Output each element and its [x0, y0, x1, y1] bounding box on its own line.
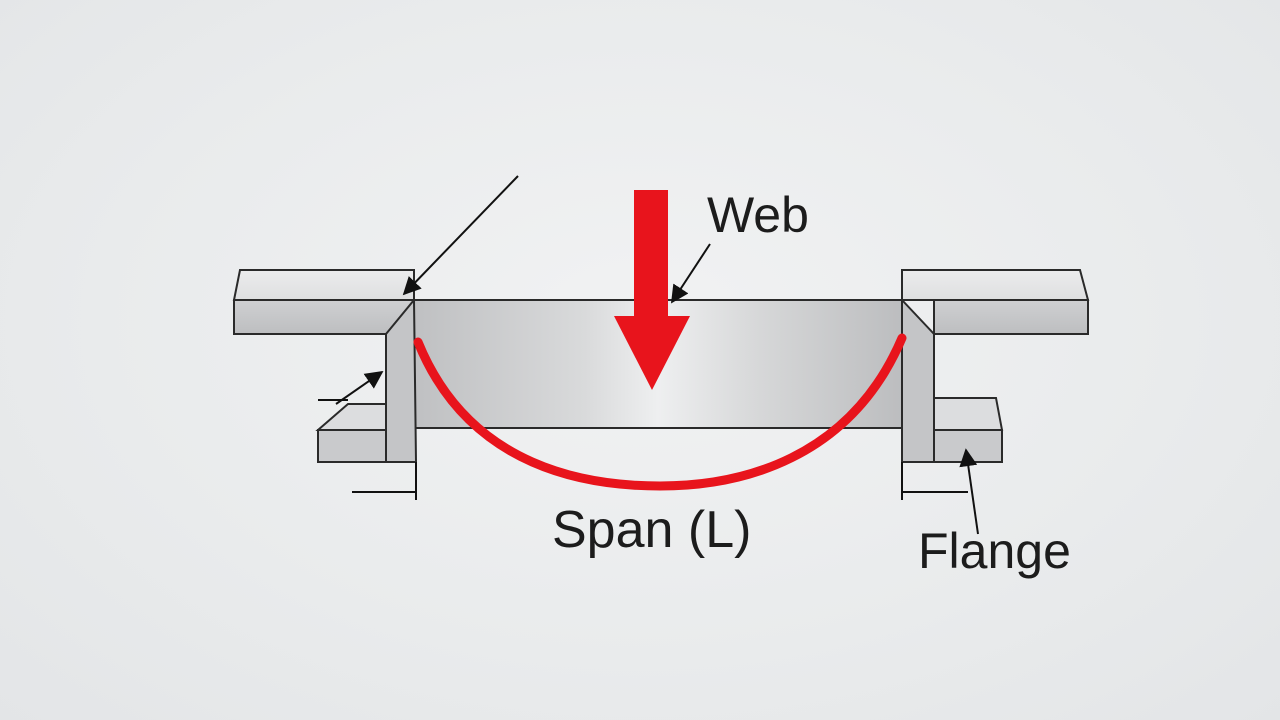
leader-top-left — [402, 175, 519, 296]
web-label: Web — [707, 187, 809, 243]
span-label: Span (L) — [552, 501, 752, 559]
leader-flange — [959, 448, 979, 535]
leader-web — [671, 243, 711, 304]
deflection-curve — [413, 333, 907, 491]
downward-load-arrow-icon — [614, 190, 690, 390]
leader-lines — [318, 175, 979, 535]
flange-label: Flange — [918, 523, 1071, 579]
right-flange — [901, 269, 1090, 463]
left-flange — [232, 269, 418, 463]
leader-left-web-arrow — [335, 370, 384, 405]
